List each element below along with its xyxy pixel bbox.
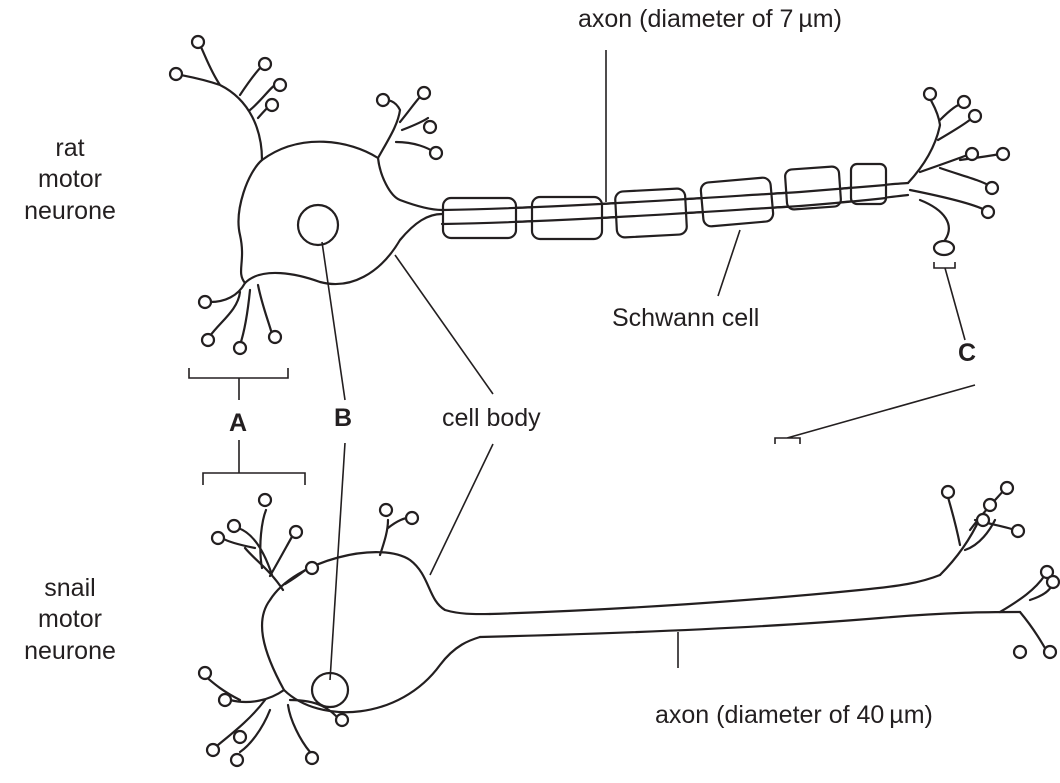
snail-axon-lower [480, 612, 1020, 637]
snail-neurone-label: snail motor neurone [5, 573, 135, 667]
schwann-cell [443, 198, 516, 238]
label-b: B [334, 403, 352, 434]
cell-body-label: cell body [442, 403, 541, 434]
cell-body-leader-rat [395, 255, 493, 394]
rat-schwann-cells [443, 164, 886, 239]
snail-neurone-label-line: motor [5, 604, 135, 635]
b-leader-bottom [330, 443, 345, 680]
snail-neurone-label-line: neurone [5, 636, 135, 667]
rat-neurone-label-line: motor [5, 164, 135, 195]
rat-cell-body [239, 142, 442, 284]
cell-body-leader-snail [430, 444, 493, 575]
label-c: C [958, 338, 976, 369]
schwann-cell [700, 177, 774, 227]
snail-axon-upper [490, 575, 940, 614]
schwann-cell-label: Schwann cell [612, 303, 759, 334]
rat-neurone-drawing [170, 36, 1009, 354]
rat-dendrites-bottom-left [199, 283, 281, 354]
a-bracket-top [189, 368, 288, 400]
rat-dendrites-top-right [377, 87, 442, 159]
schwann-leader [718, 230, 740, 296]
c-bracket-top [934, 262, 965, 340]
snail-neurone-label-line: snail [5, 573, 135, 604]
rat-axon-label: axon (diameter of 7 µm) [578, 4, 842, 35]
c-bracket-bottom [775, 385, 975, 444]
snail-dendrites-top [212, 494, 318, 590]
label-a: A [229, 408, 247, 439]
rat-neurone-label-line: rat [5, 133, 135, 164]
rat-axon-terminals [908, 88, 1009, 255]
snail-dendrites-top-right [380, 504, 418, 555]
rat-nucleus [298, 205, 338, 245]
rat-dendrites-top-left [170, 36, 286, 160]
b-leader-top [322, 242, 345, 400]
rat-neurone-label: rat motor neurone [5, 133, 135, 227]
snail-axon-label: axon (diameter of 40 µm) [655, 700, 933, 731]
rat-neurone-label-line: neurone [5, 196, 135, 227]
a-bracket-bottom [203, 440, 305, 485]
snail-axon-terminals [940, 482, 1059, 658]
snail-dendrites-bottom [199, 667, 348, 766]
annotation-lines [189, 50, 975, 680]
